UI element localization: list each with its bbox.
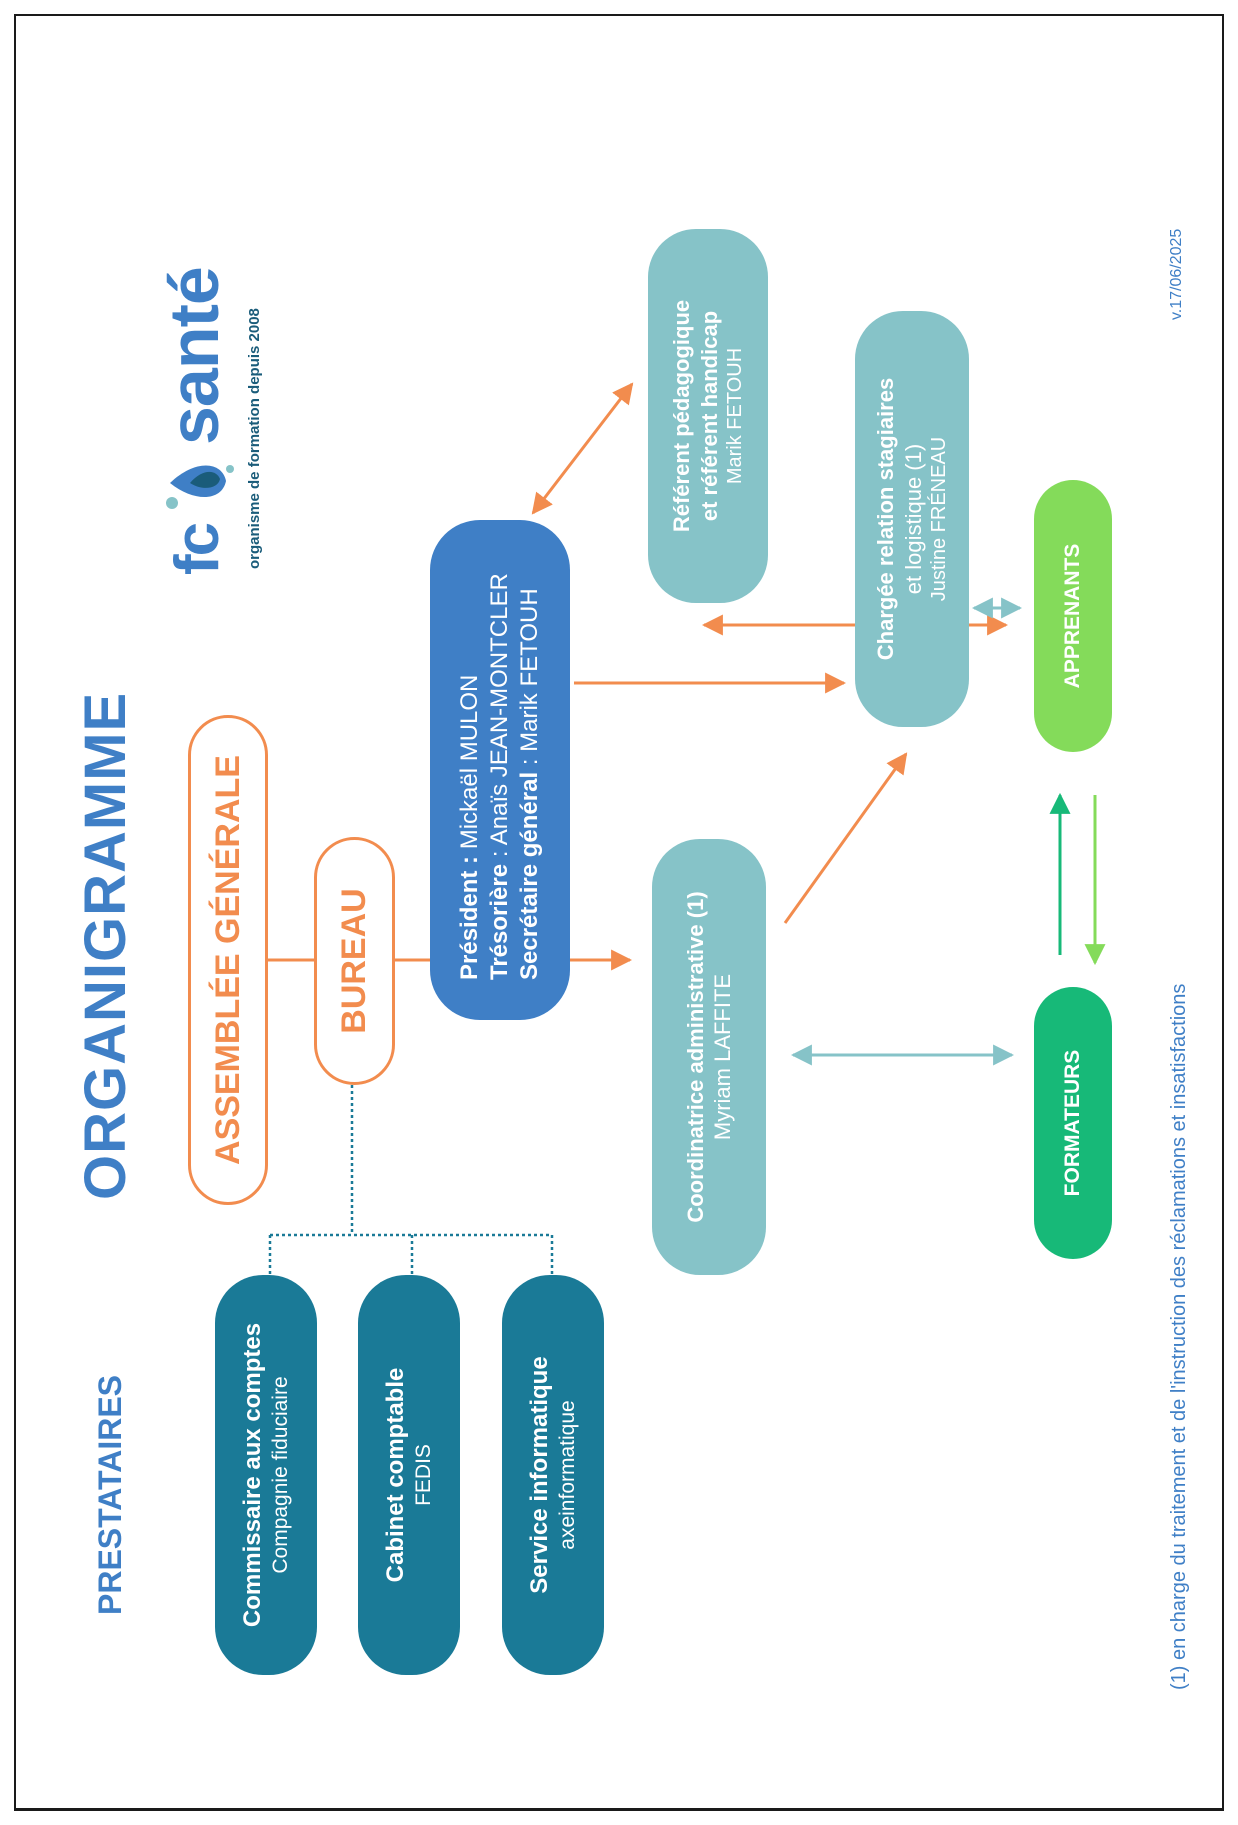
referent-line1: Référent pédagogique [669,299,694,533]
prestataire-card-commissaire: Commissaire aux comptes Compagnie fiduci… [215,1275,317,1675]
assemblee-generale-label: ASSEMBLÉE GÉNÉRALE [208,755,247,1165]
referent-line2: et référent handicap [696,310,722,522]
logo-sante: santé [155,267,233,445]
secretaire-line: Secrétaire général : Marik FETOUH [515,588,545,980]
formateurs-label: FORMATEURS [1060,1049,1084,1197]
tresoriere-name: : Anaïs JEAN-MONTCLER [486,573,513,858]
prestataire-subtitle: FEDIS [411,1444,435,1506]
page-frame [14,14,1224,1811]
apprenants-node: APPRENANTS [1034,480,1112,752]
chargee-line2: et logistique (1) [900,443,926,595]
referent-node: Référent pédagogique et référent handica… [648,229,768,603]
prestataires-dotted-connector [268,1085,554,1275]
bureau-node: BUREAU [314,837,395,1085]
chargee-name: Justine FRÉNEAU [928,436,950,602]
coordinatrice-name: Myriam LAFFITE [710,973,735,1141]
chargee-line1: Chargée relation stagiaires [873,377,898,661]
logo: fc santé organisme de formation depuis 2… [150,267,290,575]
arrow-coordinatrice-to-chargee [783,752,908,924]
tresoriere-line: Trésorière : Anaïs JEAN-MONTCLER [485,573,515,980]
footnote: (1) en charge du traitement et de l'inst… [1168,983,1190,1690]
logo-fc: fc [163,523,232,575]
page-title: ORGANIGRAMME [73,691,138,1200]
prestataires-heading: PRESTATAIRES [92,1374,128,1615]
secretaire-role: Secrétaire général [516,771,543,980]
bureau-label: BUREAU [335,888,374,1034]
prestataire-card-cabinet: Cabinet comptable FEDIS [358,1275,460,1675]
coordinatrice-node: Coordinatrice administrative (1) Myriam … [652,839,766,1275]
bottom-rule [14,1808,1224,1811]
tresoriere-role: Trésorière [486,863,513,980]
president-name: Mickaël MULON [456,674,483,850]
prestataire-card-informatique: Service informatique axeinformatique [502,1275,604,1675]
arrow-members-referent [531,382,634,515]
secretaire-name: : Marik FETOUH [516,588,543,766]
coordinatrice-line1: Coordinatrice administrative (1) [682,891,708,1223]
chargee-node: Chargée relation stagiaires et logistiqu… [855,311,969,727]
referent-name: Marik FETOUH [724,347,746,485]
prestataire-subtitle: Compagnie fiduciaire [268,1376,292,1574]
apprenants-label: APPRENANTS [1060,543,1084,689]
president-role: Président : [456,855,483,980]
prestataire-title: Service informatique [525,1356,553,1594]
prestataire-title: Commissaire aux comptes [238,1322,266,1628]
prestataire-title: Cabinet comptable [381,1367,409,1583]
logo-tagline: organisme de formation depuis 2008 [246,308,263,569]
prestataire-subtitle: axeinformatique [555,1400,579,1550]
formateurs-node: FORMATEURS [1034,987,1112,1259]
logo-drop-icon [166,465,234,509]
assemblee-generale-node: ASSEMBLÉE GÉNÉRALE [188,715,268,1205]
version-label: v.17/06/2025 [1168,228,1185,320]
bureau-members-node: Président : Mickaël MULON Trésorière : A… [430,520,570,1020]
president-line: Président : Mickaël MULON [455,675,485,980]
